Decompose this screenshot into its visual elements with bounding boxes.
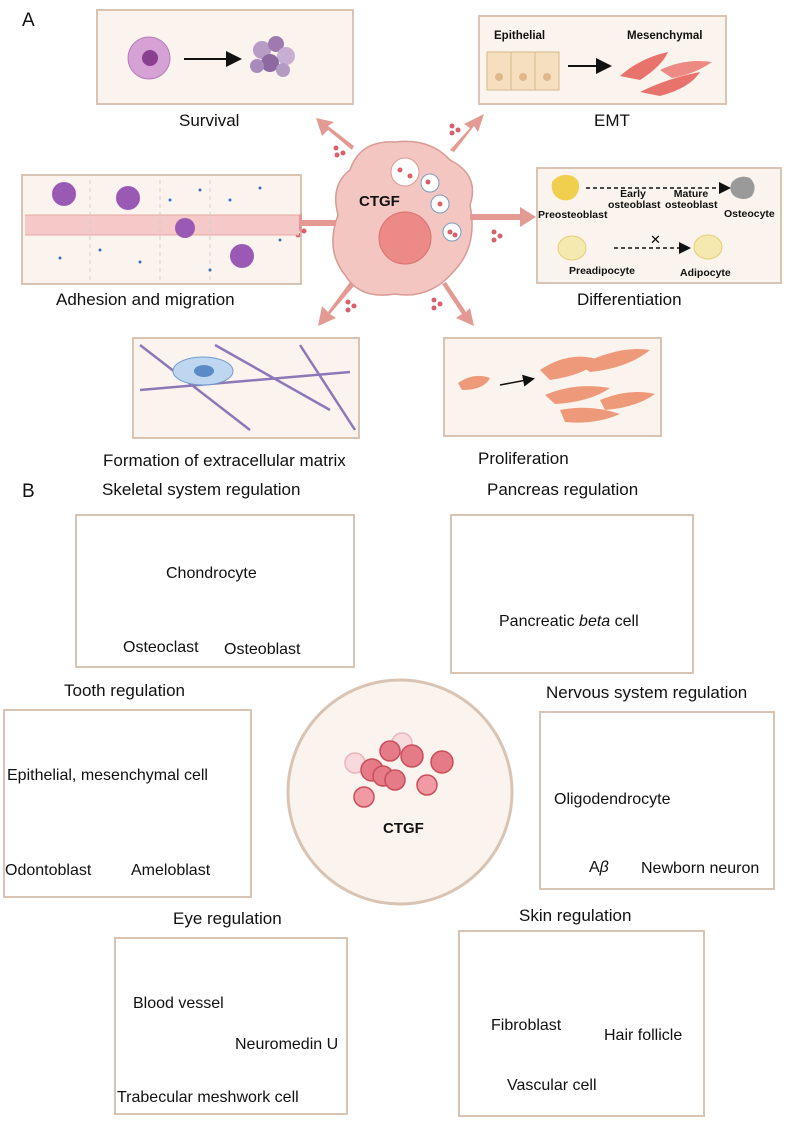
- fibroblast-label: Fibroblast: [491, 1017, 562, 1034]
- pancreas-title: Pancreas regulation: [487, 480, 639, 499]
- neuromedin-u-label: Neuromedin U: [235, 1036, 339, 1053]
- newborn-neuron-label: Newborn neuron: [641, 860, 760, 877]
- tooth-epithelial-label: Epithelial, mesenchymal cell: [7, 767, 208, 784]
- endothelium-icon: [25, 180, 299, 282]
- osteocyte-icon: [730, 176, 755, 199]
- vascular-cell-label: Vascular cell: [507, 1077, 597, 1094]
- mature-osteoblast-label: Mature osteoblast: [665, 188, 718, 212]
- skin-title: Skin regulation: [519, 906, 632, 925]
- chondrocyte-label: Chondrocyte: [166, 565, 257, 582]
- ctgf-cell-label: CTGF: [359, 193, 400, 210]
- preosteoblast-icon: [551, 174, 580, 201]
- pancreatic-label-suffix: cell: [610, 613, 639, 630]
- skeletal-box: [75, 514, 355, 668]
- eye-title: Eye regulation: [173, 909, 282, 928]
- odontoblast-label: Odontoblast: [5, 862, 92, 879]
- tooth-title: Tooth regulation: [64, 681, 185, 700]
- leukocyte-icons: [52, 182, 254, 268]
- emt-caption: EMT: [594, 111, 630, 130]
- oligodendrocyte-label: Oligodendrocyte: [554, 791, 671, 808]
- ctgf-hub-circle: [286, 678, 514, 906]
- pancreatic-label-prefix: Pancreatic: [499, 613, 580, 630]
- mesenchymal-cells-icon: [620, 52, 712, 96]
- osteoblast-label: Osteoblast: [224, 641, 301, 658]
- inhibition-mark: ✕: [650, 232, 661, 247]
- eye-box: [114, 937, 348, 1115]
- panel-a-letter: A: [22, 10, 35, 31]
- osteoclast-label: Osteoclast: [123, 639, 199, 656]
- panel-b-letter: B: [22, 481, 35, 502]
- survival-cell-icon: [127, 36, 171, 80]
- ctgf-molecules-icon: [344, 732, 454, 808]
- ecm-caption: Formation of extracellular matrix: [103, 451, 346, 470]
- skin-box: [458, 930, 705, 1117]
- osteocyte-label: Osteocyte: [724, 208, 775, 220]
- nervous-box: [539, 711, 775, 890]
- abeta-label-beta: β: [599, 859, 609, 876]
- ctgf-secreting-cell: [332, 140, 474, 296]
- epithelial-cells-icon: [486, 51, 560, 91]
- pancreatic-label-italic: beta: [579, 613, 611, 630]
- pancreatic-beta-cell-label: Pancreatic beta cell: [499, 613, 639, 631]
- skeletal-title: Skeletal system regulation: [102, 480, 301, 499]
- ctgf-hub-label: CTGF: [383, 820, 424, 837]
- abeta-label: Aβ: [589, 859, 609, 877]
- adipocyte-icon: [693, 234, 723, 260]
- blood-vessel-label: Blood vessel: [133, 995, 224, 1012]
- adipocyte-label: Adipocyte: [680, 267, 731, 279]
- apoptotic-cell-icon: [250, 36, 295, 77]
- preadipocyte-label: Preadipocyte: [569, 265, 635, 277]
- emt-epithelial-label: Epithelial: [494, 30, 546, 42]
- preosteoblast-label: Preosteoblast: [538, 209, 608, 221]
- early-osteoblast-label: Early osteoblast: [608, 188, 661, 212]
- nervous-title: Nervous system regulation: [546, 683, 748, 702]
- survival-caption: Survival: [179, 111, 240, 130]
- adhesion-caption: Adhesion and migration: [56, 290, 235, 309]
- proliferation-caption: Proliferation: [478, 449, 569, 468]
- fibroblast-ecm-icon: [172, 356, 234, 386]
- preadipocyte-icon: [557, 235, 587, 261]
- pancreas-box: [450, 514, 694, 674]
- interstitial-dots: [58, 186, 282, 272]
- emt-mesenchymal-label: Mesenchymal: [627, 30, 703, 42]
- ameloblast-label: Ameloblast: [131, 862, 211, 879]
- trabecular-label: Trabecular meshwork cell: [117, 1089, 299, 1106]
- proliferation-arrow: [499, 374, 535, 387]
- ecm-fibers-icon: [139, 343, 357, 431]
- differentiation-caption: Differentiation: [577, 290, 682, 309]
- hair-follicle-label: Hair follicle: [604, 1027, 683, 1044]
- tooth-box: [3, 709, 252, 898]
- proliferation-cells-icon: [458, 349, 655, 423]
- abeta-label-a: A: [589, 859, 600, 876]
